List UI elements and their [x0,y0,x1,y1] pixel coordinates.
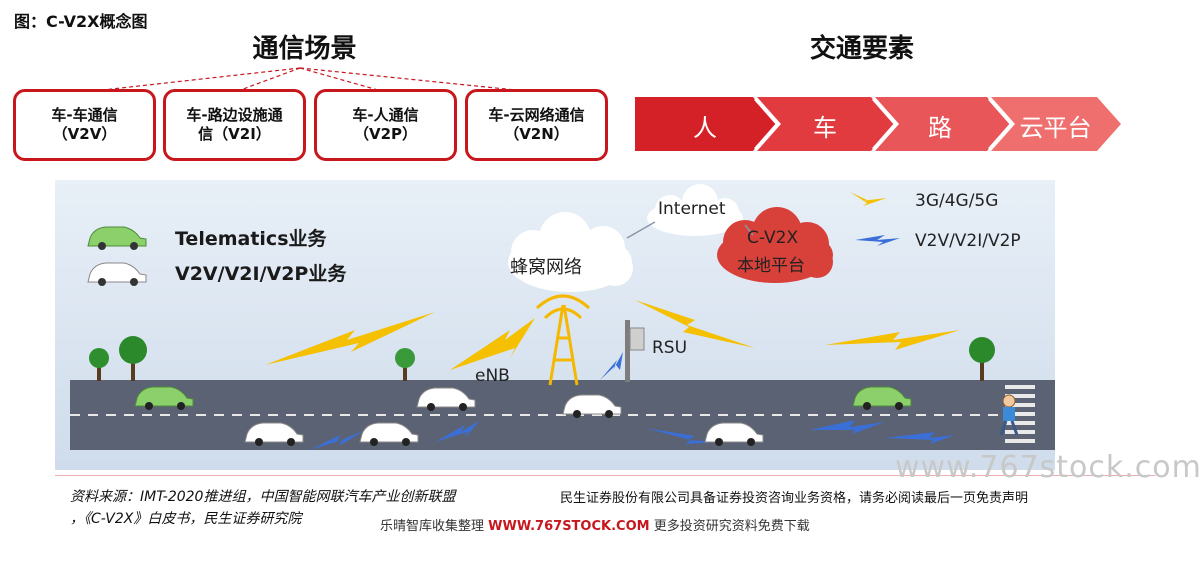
scenario-box-v2i: 车-路边设施通 信（V2I） [163,89,306,161]
rsu-label: RSU [652,338,688,358]
connector-line [84,67,301,93]
white-car-icon [416,387,476,411]
white-car-icon [562,394,622,418]
legend-telematics: Telematics业务 [175,228,327,250]
connector-line [299,67,386,93]
figure-title: 图：C-V2X概念图 [14,12,148,31]
link-line [744,224,754,236]
tree-icon [969,337,995,381]
pedestrian-icon [999,394,1019,436]
rsu-icon [625,320,645,382]
scenario-box-v2v: 车-车通信 （V2V） [13,89,156,161]
connector-line [234,67,301,93]
chevron-car [757,97,895,151]
lightning-3g-icon [265,192,960,370]
cv2x-platform-label-line1: C-V2X [747,228,799,248]
green-car-icon [134,386,194,410]
white-car-icon [359,422,419,446]
legend-v2x-service: V2V/V2I/V2P业务 [175,263,347,285]
scenario-label: 车-路边设施通 [186,106,283,125]
internet-cloud-icon [647,184,743,236]
source-line-1: 资料来源：IMT-2020推进组，中国智能网联汽车产业创新联盟 [70,489,456,505]
left-heading: 通信场景 [252,34,357,64]
scenario-box-v2n: 车-云网络通信 （V2N） [465,89,608,161]
link-line [626,221,656,239]
scenario-box-v2p: 车-人通信 （V2P） [314,89,457,161]
white-car-icon [87,262,147,286]
watermark-suffix: 更多投资研究资料免费下载 [653,519,810,534]
tree-icon [395,348,415,381]
watermark-line: 乐晴智库收集整理 WWW.767STOCK.COM 更多投资研究资料免费下载 [380,515,810,534]
chevron-cloud [991,97,1121,151]
cv2x-platform-cloud-icon [717,207,833,283]
cellular-cloud-icon [508,212,633,292]
enb-tower-icon [535,294,591,386]
chevron-person [635,97,777,151]
lightning-v2x-icon [310,235,955,450]
scenario-label: 车-云网络通信 [488,106,585,125]
white-car-icon [704,422,764,446]
scenario-abbr: （V2N） [504,125,569,143]
scenario-label: 车-人通信 [352,106,419,125]
scenario-label: 车-车通信 [51,106,118,125]
element-road: 路 [928,114,952,142]
legend-3g4g5g: 3G/4G/5G [915,191,999,211]
watermark-prefix: 乐晴智库收集整理 [380,519,485,534]
cv2x-platform-label-line2: 本地平台 [737,256,805,276]
source-line-2: ，《C-V2X》白皮书，民生证券研究院 [70,511,302,527]
cellular-network-label: 蜂窝网络 [510,257,582,278]
tree-icon [119,336,147,381]
tree-icon [89,348,109,381]
scenario-connectors [84,67,536,93]
footer-divider [55,475,1155,476]
scenario-abbr: （V2V） [52,125,117,143]
cv2x-diagram [55,180,1055,470]
watermark-link[interactable]: WWW.767STOCK.COM [488,519,650,534]
element-person: 人 [693,114,717,142]
scenario-abbr: （V2P） [353,125,418,143]
connector-line [299,67,536,93]
white-car-icon [244,422,304,446]
disclaimer: 民生证券股份有限公司具备证券投资咨询业务资格，请务必阅读最后一页免责声明 [560,491,1029,506]
scenario-abbr: 信（V2I） [198,125,271,143]
traffic-elements-chevrons [635,97,1121,151]
internet-label: Internet [658,199,726,219]
element-cloud-platform: 云平台 [1019,114,1092,142]
element-car: 车 [813,114,837,142]
right-heading: 交通要素 [809,34,914,64]
watermark-url-large: www.767stock.com [895,450,1202,485]
enb-label: eNB [475,366,510,386]
green-car-icon [852,386,912,410]
green-car-icon [87,226,147,250]
chevron-road [875,97,1011,151]
legend-v2v-v2i-v2p: V2V/V2I/V2P [915,231,1021,251]
crosswalk [1005,385,1035,443]
